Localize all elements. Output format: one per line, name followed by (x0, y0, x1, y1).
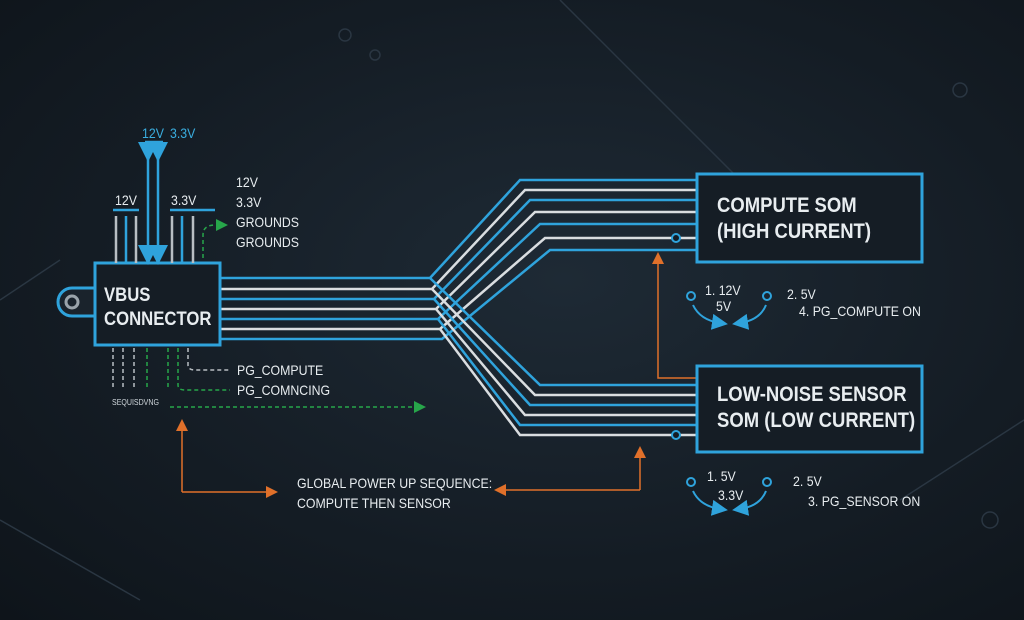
background-circuit-traces (0, 0, 1024, 601)
sensor-seq-step: 1. 5V (707, 468, 736, 484)
connector-title-2: CONNECTOR (104, 309, 212, 330)
pin-list-item: GROUNDS (236, 214, 299, 230)
compute-node-icon (671, 233, 681, 243)
compute-som-box (695, 172, 924, 264)
global-sequence-line1: GLOBAL POWER UP SEQUENCE: (297, 475, 493, 491)
compute-som-subtitle: (HIGH CURRENT) (717, 220, 871, 243)
pin-list-item: 3.3V (236, 194, 262, 210)
sensor-node-icon (671, 430, 681, 440)
sequence-loop-icons (686, 291, 772, 516)
power-bus-traces (220, 178, 697, 437)
pin-list-item: 12V (236, 174, 258, 190)
sensor-som-subtitle: SOM (LOW CURRENT) (717, 409, 916, 432)
pg-sensing-label: PG_COMNCING (237, 382, 331, 398)
compute-seq-step: 4. PG_COMPUTE ON (799, 303, 921, 319)
pins-label-3v3: 3.3V (171, 192, 197, 208)
rail-label-12v: 12V (142, 125, 164, 141)
bottom-signal-pins (112, 348, 426, 413)
sequence-arrows (176, 252, 697, 498)
pg-compute-label: PG_COMPUTE (237, 362, 324, 378)
grounds-arrow (202, 219, 228, 258)
connector-title-1: VBUS (104, 285, 151, 306)
sensor-seq-step: 3.3V (718, 487, 744, 503)
compute-seq-step: 2. 5V (787, 286, 816, 302)
compute-som-title: COMPUTE SOM (717, 194, 857, 217)
top-pins (113, 140, 215, 265)
pins-label-12v: 12V (115, 192, 137, 208)
sensor-seq-step: 2. 5V (793, 473, 822, 489)
pin-list-item: GROUNDS (236, 234, 299, 250)
sensor-som-box (695, 364, 924, 454)
mount-hole-icon (64, 294, 80, 310)
compute-seq-step: 1. 12V (705, 282, 741, 298)
global-sequence-line2: COMPUTE THEN SENSOR (297, 495, 451, 511)
sensor-seq-step: 3. PG_SENSOR ON (808, 493, 921, 509)
sensor-som-title: LOW-NOISE SENSOR (717, 383, 907, 406)
compute-seq-step: 5V (716, 298, 732, 314)
sequencing-label: SEQUISDVNG (112, 398, 159, 407)
vbus-connector-box (93, 261, 222, 347)
rail-label-3v3: 3.3V (170, 125, 196, 141)
